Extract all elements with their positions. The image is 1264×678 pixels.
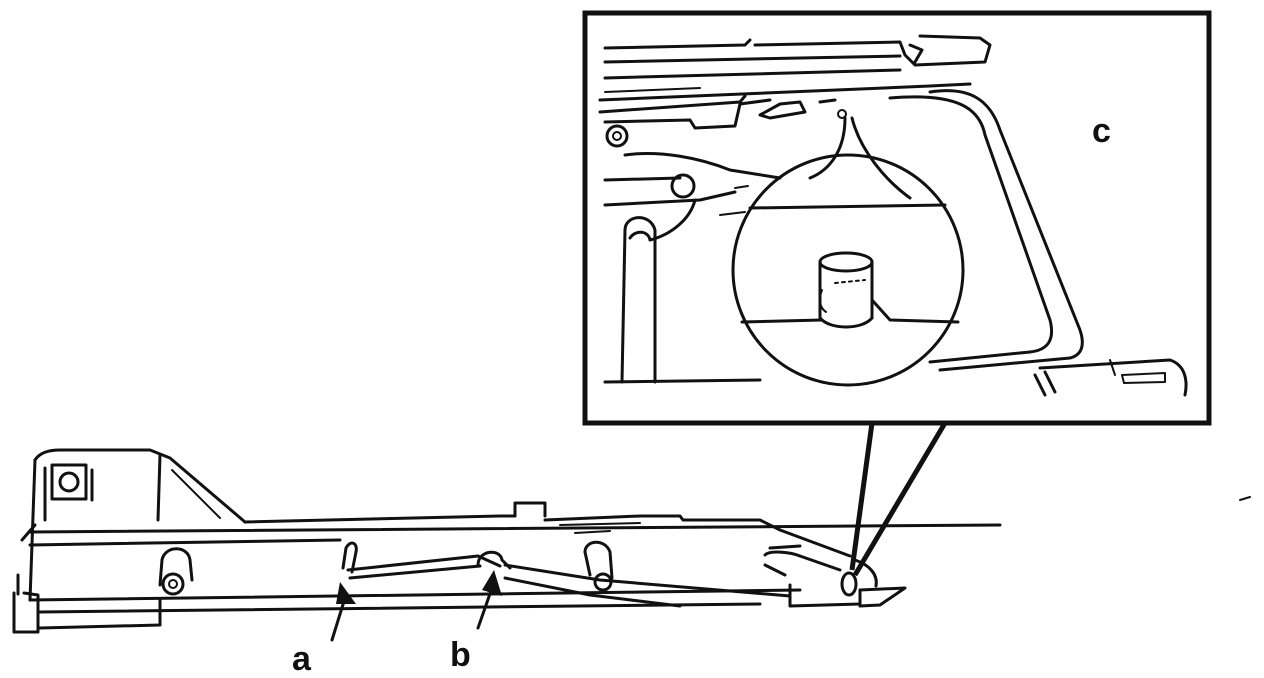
magnifier-circle: [731, 116, 965, 387]
magnified-pin: [818, 260, 874, 329]
speck: [1239, 496, 1251, 501]
detail-housing: [888, 89, 1188, 397]
pin-b: [476, 550, 512, 570]
pin-a: [341, 541, 358, 574]
callout-lines: [849, 421, 948, 577]
label-a: a: [292, 640, 312, 678]
detail-inset-frame: [582, 10, 1212, 426]
detail-mechanism: [603, 98, 847, 384]
detail-rail: [598, 34, 992, 114]
label-c: c: [1092, 112, 1111, 150]
detail-inset: c: [582, 10, 1212, 426]
label-b: b: [450, 636, 471, 674]
arrow-a: [330, 582, 356, 642]
main-assembly: [12, 448, 1002, 634]
detail-pin: [840, 571, 858, 597]
square-bolt: [50, 463, 88, 501]
arrow-b: [476, 570, 502, 630]
